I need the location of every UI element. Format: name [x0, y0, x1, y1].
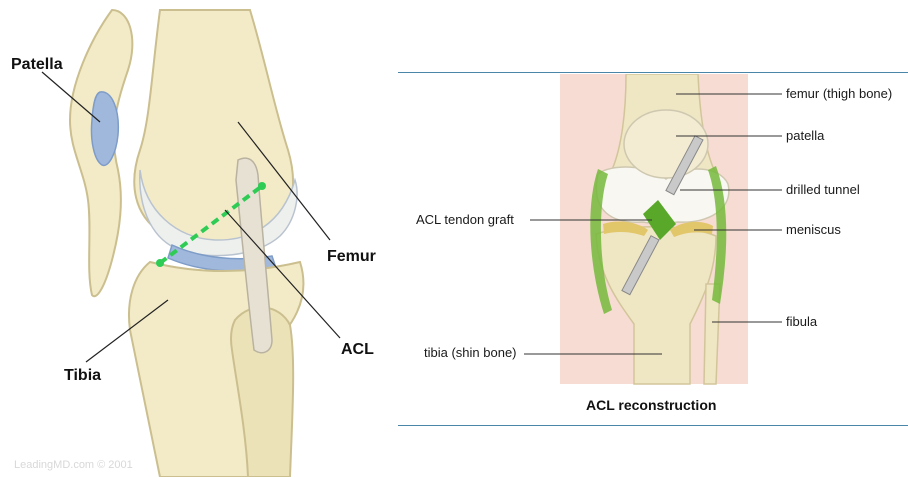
label-femur-thigh-bone: femur (thigh bone) — [786, 86, 892, 101]
label-drilled-tunnel: drilled tunnel — [786, 182, 860, 197]
acl-endpoint-upper — [258, 182, 266, 190]
acl-endpoint-lower — [156, 259, 164, 267]
watermark: LeadingMD.com © 2001 — [14, 459, 133, 471]
label-femur: Femur — [327, 248, 376, 266]
label-patella: Patella — [11, 56, 63, 74]
label-tibia-shin-bone: tibia (shin bone) — [424, 345, 517, 360]
label-fibula: fibula — [786, 314, 817, 329]
label-acl-tendon-graft: ACL tendon graft — [416, 212, 514, 227]
label-meniscus: meniscus — [786, 222, 841, 237]
patella-cartilage — [91, 92, 118, 166]
acl-reconstruction-title: ACL reconstruction — [586, 397, 716, 413]
top-divider-rule — [398, 72, 908, 73]
label-acl: ACL — [341, 341, 374, 359]
label-tibia: Tibia — [64, 367, 101, 385]
label-patella-right: patella — [786, 128, 824, 143]
acl-reconstruction-illustration — [398, 74, 908, 424]
bottom-divider-rule — [398, 425, 908, 426]
